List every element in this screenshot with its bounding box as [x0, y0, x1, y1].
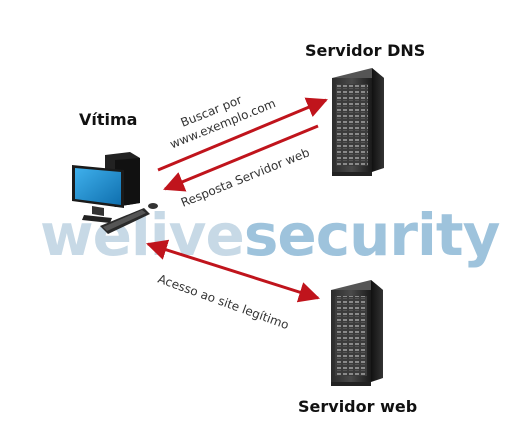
- web-server-icon: [331, 280, 383, 386]
- access-label: Acesso ao site legítimo: [156, 272, 291, 332]
- dns-server-icon: [332, 68, 384, 176]
- watermark-part-2: security: [244, 201, 500, 269]
- desktop-computer-icon: [72, 152, 158, 234]
- access-arrow: [145, 239, 321, 303]
- response-arrow: [163, 124, 319, 192]
- victim-label: Vítima: [79, 110, 137, 129]
- watermark: welivesecurity: [40, 201, 500, 269]
- web-server-label: Servidor web: [298, 397, 417, 416]
- query-arrow: [157, 97, 328, 172]
- dns-server-label: Servidor DNS: [305, 41, 425, 60]
- query-label: Buscar por www.exemplo.com: [162, 81, 278, 151]
